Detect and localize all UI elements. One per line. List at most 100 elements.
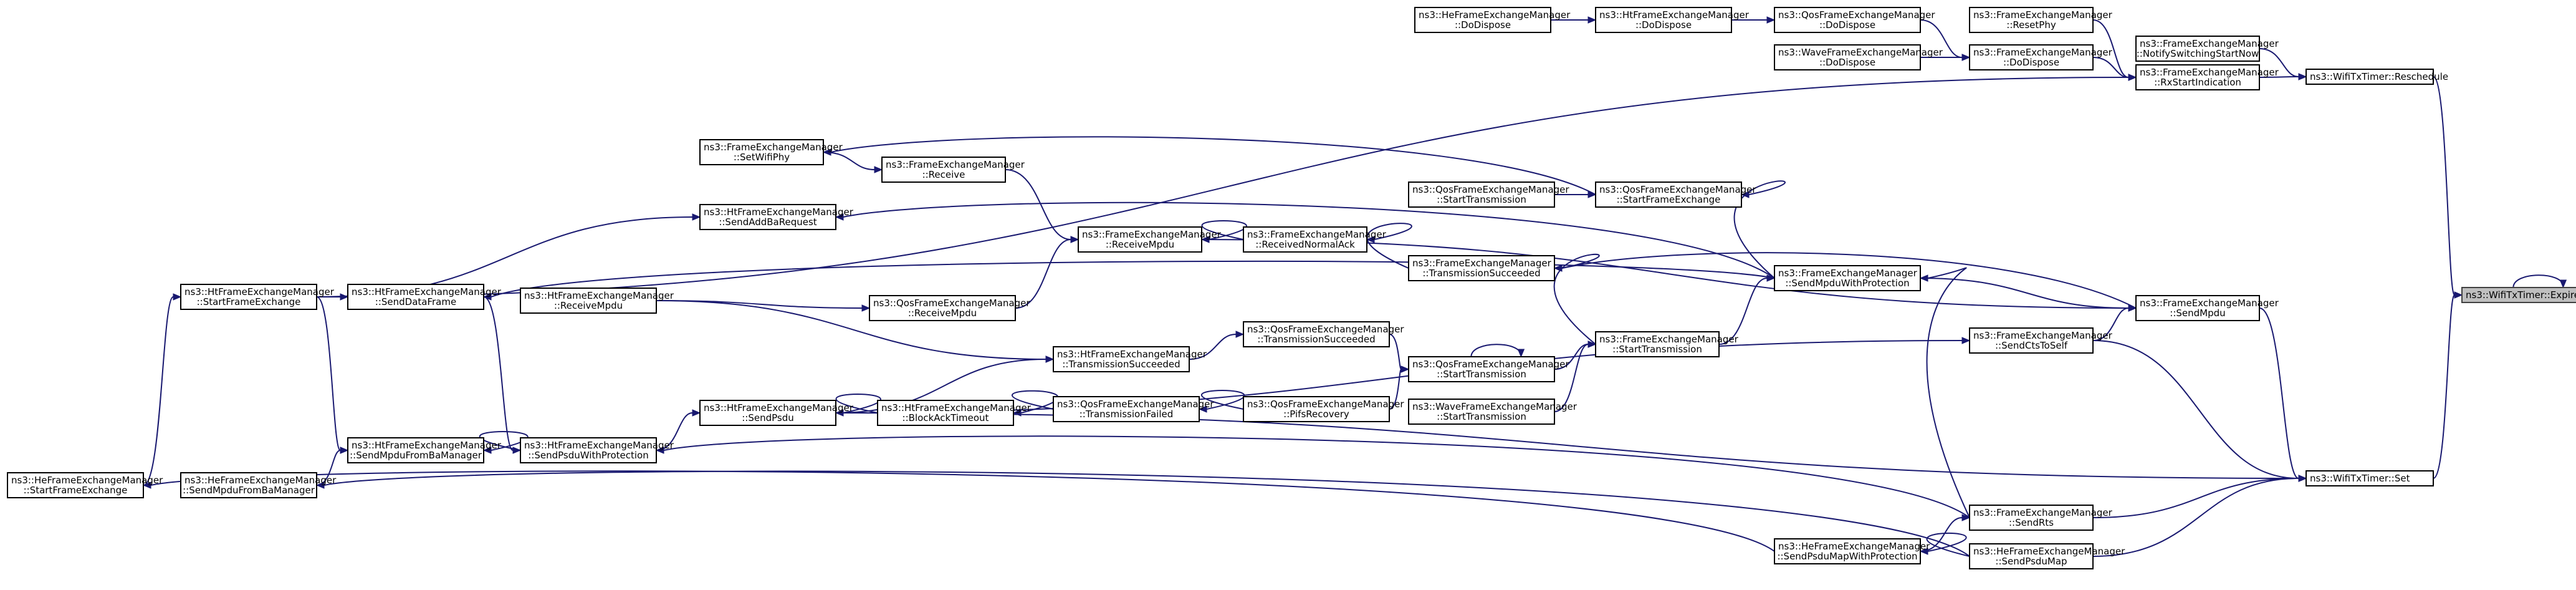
edge-arrowhead <box>1587 16 1597 24</box>
node-ht-sendaddba[interactable]: ns3::HtFrameExchangeManager::SendAddBaRe… <box>699 204 854 230</box>
node-ht-blockacktimeout[interactable]: ns3::HtFrameExchangeManager::BlockAckTim… <box>877 400 1032 426</box>
node-ht-sendpsdu[interactable]: ns3::HtFrameExchangeManager::SendPsdu <box>699 400 854 426</box>
node-fem-sendmpdu[interactable]: ns3::FrameExchangeManager::SendMpdu <box>2135 295 2279 321</box>
node-fem-receivempdu[interactable]: ns3::FrameExchangeManager::ReceiveMpdu <box>1078 226 1222 253</box>
edge-fem-sendrts-to-fem-sendmpduwp <box>1926 267 1970 518</box>
edge-arrowhead <box>874 166 883 173</box>
node-label-line: ::SendRts <box>2009 517 2054 528</box>
node-he-sendpsdumap[interactable]: ns3::HeFrameExchangeManager::SendPsduMap <box>1969 543 2125 569</box>
node-fem-setwifiphy[interactable]: ns3::FrameExchangeManager::SetWifiPhy <box>699 139 843 165</box>
node-label-line: ::SendDataFrame <box>375 296 456 307</box>
node-label-line: ::SendAddBaRequest <box>719 216 816 228</box>
node-fem-dodispose[interactable]: ns3::FrameExchangeManager::DoDispose <box>1969 44 2113 70</box>
node-label-line: ::NotifySwitchingStartNow <box>2137 48 2259 59</box>
node-label-line: ::SendPsduMapWithProtection <box>1777 551 1917 562</box>
node-label-line: ns3::QosFrameExchangeManager <box>873 297 1030 309</box>
edge-arrowhead <box>861 304 871 312</box>
node-box <box>699 204 836 230</box>
node-box <box>1774 265 1921 291</box>
node-qos-startfe[interactable]: ns3::QosFrameExchangeManager::StartFrame… <box>1595 181 1756 208</box>
node-fem-sendctstoself[interactable]: ns3::FrameExchangeManager::SendCtsToSelf <box>1969 327 2113 354</box>
node-wave-starttx[interactable]: ns3::WaveFrameExchangeManager::StartTran… <box>1408 399 1578 425</box>
node-box <box>2135 36 2260 62</box>
node-ht-senddataframe[interactable]: ns3::HtFrameExchangeManager::SendDataFra… <box>347 284 502 310</box>
node-ht-dodispose[interactable]: ns3::HtFrameExchangeManager::DoDispose <box>1595 7 1750 33</box>
node-ht-sendpsduwp[interactable]: ns3::HtFrameExchangeManager::SendPsduWit… <box>520 437 674 463</box>
edge-arrowhead <box>1766 16 1776 24</box>
node-label-line: ::StartTransmission <box>1437 194 1526 205</box>
node-ht-sendmpdufromba[interactable]: ns3::HtFrameExchangeManager::SendMpduFro… <box>347 437 502 463</box>
node-label-line: ::ReceivedNormalAck <box>1255 239 1355 250</box>
node-label-line: ns3::WifiTxTimer::Reschedule <box>2310 71 2448 82</box>
node-ht-receivempdu[interactable]: ns3::HtFrameExchangeManager::ReceiveMpdu <box>520 288 674 314</box>
node-qos-starttx-l[interactable]: ns3::QosFrameExchangeManager::StartTrans… <box>1408 181 1569 208</box>
edge-fem-sendmpduwp-to-ht-senddataframe <box>491 260 1775 297</box>
node-fem-receive[interactable]: ns3::FrameExchangeManager::Receive <box>881 157 1025 183</box>
node-fem-starttx[interactable]: ns3::FrameExchangeManager::StartTransmis… <box>1595 331 1739 357</box>
node-qos-txfailed[interactable]: ns3::QosFrameExchangeManager::Transmissi… <box>1053 396 1214 422</box>
edge-qos-receivempdu-to-fem-receivempdu <box>1015 239 1071 309</box>
node-wave-dodispose[interactable]: ns3::WaveFrameExchangeManager::DoDispose <box>1774 44 1943 70</box>
node-fem-recvnormalack[interactable]: ns3::FrameExchangeManager::ReceivedNorma… <box>1243 226 1387 253</box>
node-fem-resetphy[interactable]: ns3::FrameExchangeManager::ResetPhy <box>1969 7 2113 33</box>
node-label-line: ::TransmissionSucceeded <box>1062 359 1180 370</box>
node-ht-txsucceeded[interactable]: ns3::HtFrameExchangeManager::Transmissio… <box>1053 346 1207 372</box>
edge-ht-startfe-to-fem-rxstart <box>316 77 2129 297</box>
node-box <box>1595 331 1720 357</box>
node-label-line: ::SendMpduWithProtection <box>1785 278 1909 289</box>
node-label-line: ::TransmissionSucceeded <box>1422 268 1540 279</box>
node-box <box>347 437 484 463</box>
node-fem-rxstart[interactable]: ns3::FrameExchangeManager::RxStartIndica… <box>2135 64 2279 90</box>
node-qos-starttx-m[interactable]: ns3::QosFrameExchangeManager::StartTrans… <box>1408 356 1569 382</box>
edge-arrowhead <box>142 481 151 489</box>
node-fem-txsucceeded[interactable]: ns3::FrameExchangeManager::TransmissionS… <box>1408 255 1555 281</box>
node-label-line: ::DoDispose <box>1819 57 1875 68</box>
node-label-line: ns3::QosFrameExchangeManager <box>1778 9 1935 21</box>
node-he-sendpsdumapwp[interactable]: ns3::HeFrameExchangeManager::SendPsduMap… <box>1774 538 1930 564</box>
edge-arrowhead <box>340 447 349 454</box>
edge-arrowhead <box>1961 54 1971 61</box>
edge-qos-pifsrecovery-to-qos-starttx-m <box>1389 369 1402 410</box>
edge-arrowhead <box>512 447 522 454</box>
node-he-dodispose[interactable]: ns3::HeFrameExchangeManager::DoDispose <box>1414 7 1571 33</box>
edge-fem-sendctstoself-to-set <box>2092 340 2299 479</box>
edge-fem-txsucceeded-to-fem-recvnormalack <box>1366 223 1412 269</box>
node-box <box>699 139 824 165</box>
node-label-line: ::ReceiveMpdu <box>908 307 977 319</box>
node-label-line: ns3::HeFrameExchangeManager <box>1973 546 2125 557</box>
edge-arrowhead <box>1045 355 1055 363</box>
edge-fem-sendrts-to-ht-sendpsduwp <box>663 435 1970 518</box>
node-label-line: ns3::HtFrameExchangeManager <box>1057 349 1207 360</box>
node-label-line: ::TransmissionFailed <box>1080 409 1174 420</box>
node-label-line: ::DoDispose <box>1455 19 1511 31</box>
node-label-line: ns3::HeFrameExchangeManager <box>184 475 337 486</box>
node-label-line: ::DoDispose <box>1819 19 1875 31</box>
node-box <box>7 472 144 498</box>
node-he-sendmpdufromba[interactable]: ns3::HeFrameExchangeManager::SendMpduFro… <box>180 472 337 498</box>
node-box <box>2135 64 2260 90</box>
edge-ht-senddataframe-to-ht-sendpsduwp <box>483 296 514 451</box>
node-qos-receivempdu[interactable]: ns3::QosFrameExchangeManager::ReceiveMpd… <box>869 295 1030 321</box>
edge-arrowhead <box>2128 304 2137 312</box>
node-qos-txsucceeded[interactable]: ns3::QosFrameExchangeManager::Transmissi… <box>1243 321 1404 347</box>
node-box <box>1408 399 1555 425</box>
node-qos-dodispose[interactable]: ns3::QosFrameExchangeManager::DoDispose <box>1774 7 1935 33</box>
node-label-line: ns3::WaveFrameExchangeManager <box>1412 401 1578 412</box>
edge-arrowhead <box>835 409 844 417</box>
node-box <box>1053 396 1200 422</box>
node-set[interactable]: ns3::WifiTxTimer::Set <box>2305 470 2434 486</box>
node-qos-pifsrecovery[interactable]: ns3::QosFrameExchangeManager::PifsRecove… <box>1243 396 1404 422</box>
node-label-line: ::SendMpdu <box>2170 307 2225 319</box>
call-graph-edges <box>142 16 2567 557</box>
node-fem-sendmpduwp[interactable]: ns3::FrameExchangeManager::SendMpduWithP… <box>1774 265 1921 291</box>
node-fem-sendrts[interactable]: ns3::FrameExchangeManager::SendRts <box>1969 505 2113 531</box>
node-label-line: ns3::HtFrameExchangeManager <box>1599 9 1750 21</box>
edge-ht-txsucceeded-to-qos-txsucceeded <box>1189 334 1237 360</box>
edge-ht-sendpsdu-to-ht-txsucceeded <box>835 359 1046 413</box>
node-he-startfe[interactable]: ns3::HeFrameExchangeManager::StartFrameE… <box>7 472 163 498</box>
node-expire[interactable]: ns3::WifiTxTimer::Expire <box>2461 287 2576 303</box>
node-fem-notify[interactable]: ns3::FrameExchangeManager::NotifySwitchi… <box>2135 36 2279 62</box>
edge-arrowhead <box>2298 475 2307 482</box>
node-reschedule[interactable]: ns3::WifiTxTimer::Reschedule <box>2305 69 2448 85</box>
node-ht-startfe[interactable]: ns3::HtFrameExchangeManager::StartFrameE… <box>180 284 335 310</box>
